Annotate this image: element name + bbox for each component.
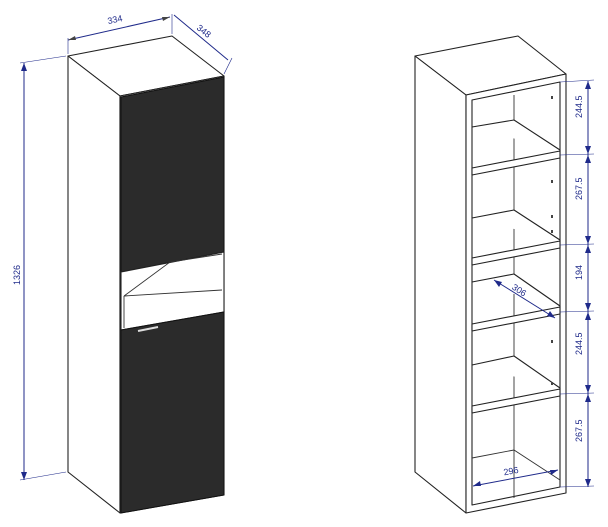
dim-height-label: 1326	[12, 265, 22, 285]
dim-compartment-5-label: 267.5	[574, 419, 584, 442]
shelf-1	[471, 119, 561, 176]
shelf-side-face	[414, 55, 467, 514]
cabinet-side-face	[67, 55, 121, 514]
dim-depth-line	[173, 14, 229, 61]
dim-compartment-1-label: 244.5	[574, 95, 584, 118]
dim-compartment-4-label: 244.5	[574, 332, 584, 355]
dim-depth-label: 348	[195, 23, 213, 40]
lower-door-handle	[137, 326, 159, 332]
dim-inner-width-line	[472, 469, 559, 487]
dim-inner-width-label: 296	[503, 465, 520, 477]
niche-back-edge	[123, 253, 223, 297]
closed-cabinet	[67, 35, 225, 514]
shelf-4	[471, 355, 561, 414]
shelf-pin-holes	[551, 96, 553, 385]
dim-width-line	[67, 16, 171, 41]
dim-compartment-3-label: 194	[574, 265, 584, 280]
open-shelf-unit	[414, 35, 567, 514]
dim-compartment-2-label: 267.5	[574, 177, 584, 200]
shelf-bottom	[471, 449, 561, 481]
shelf-3	[471, 273, 561, 332]
dim-width-label: 334	[107, 13, 124, 26]
shelf-2	[471, 209, 561, 266]
lower-door	[120, 311, 225, 514]
upper-door	[120, 76, 225, 273]
dim-inner-depth-line	[493, 279, 556, 319]
